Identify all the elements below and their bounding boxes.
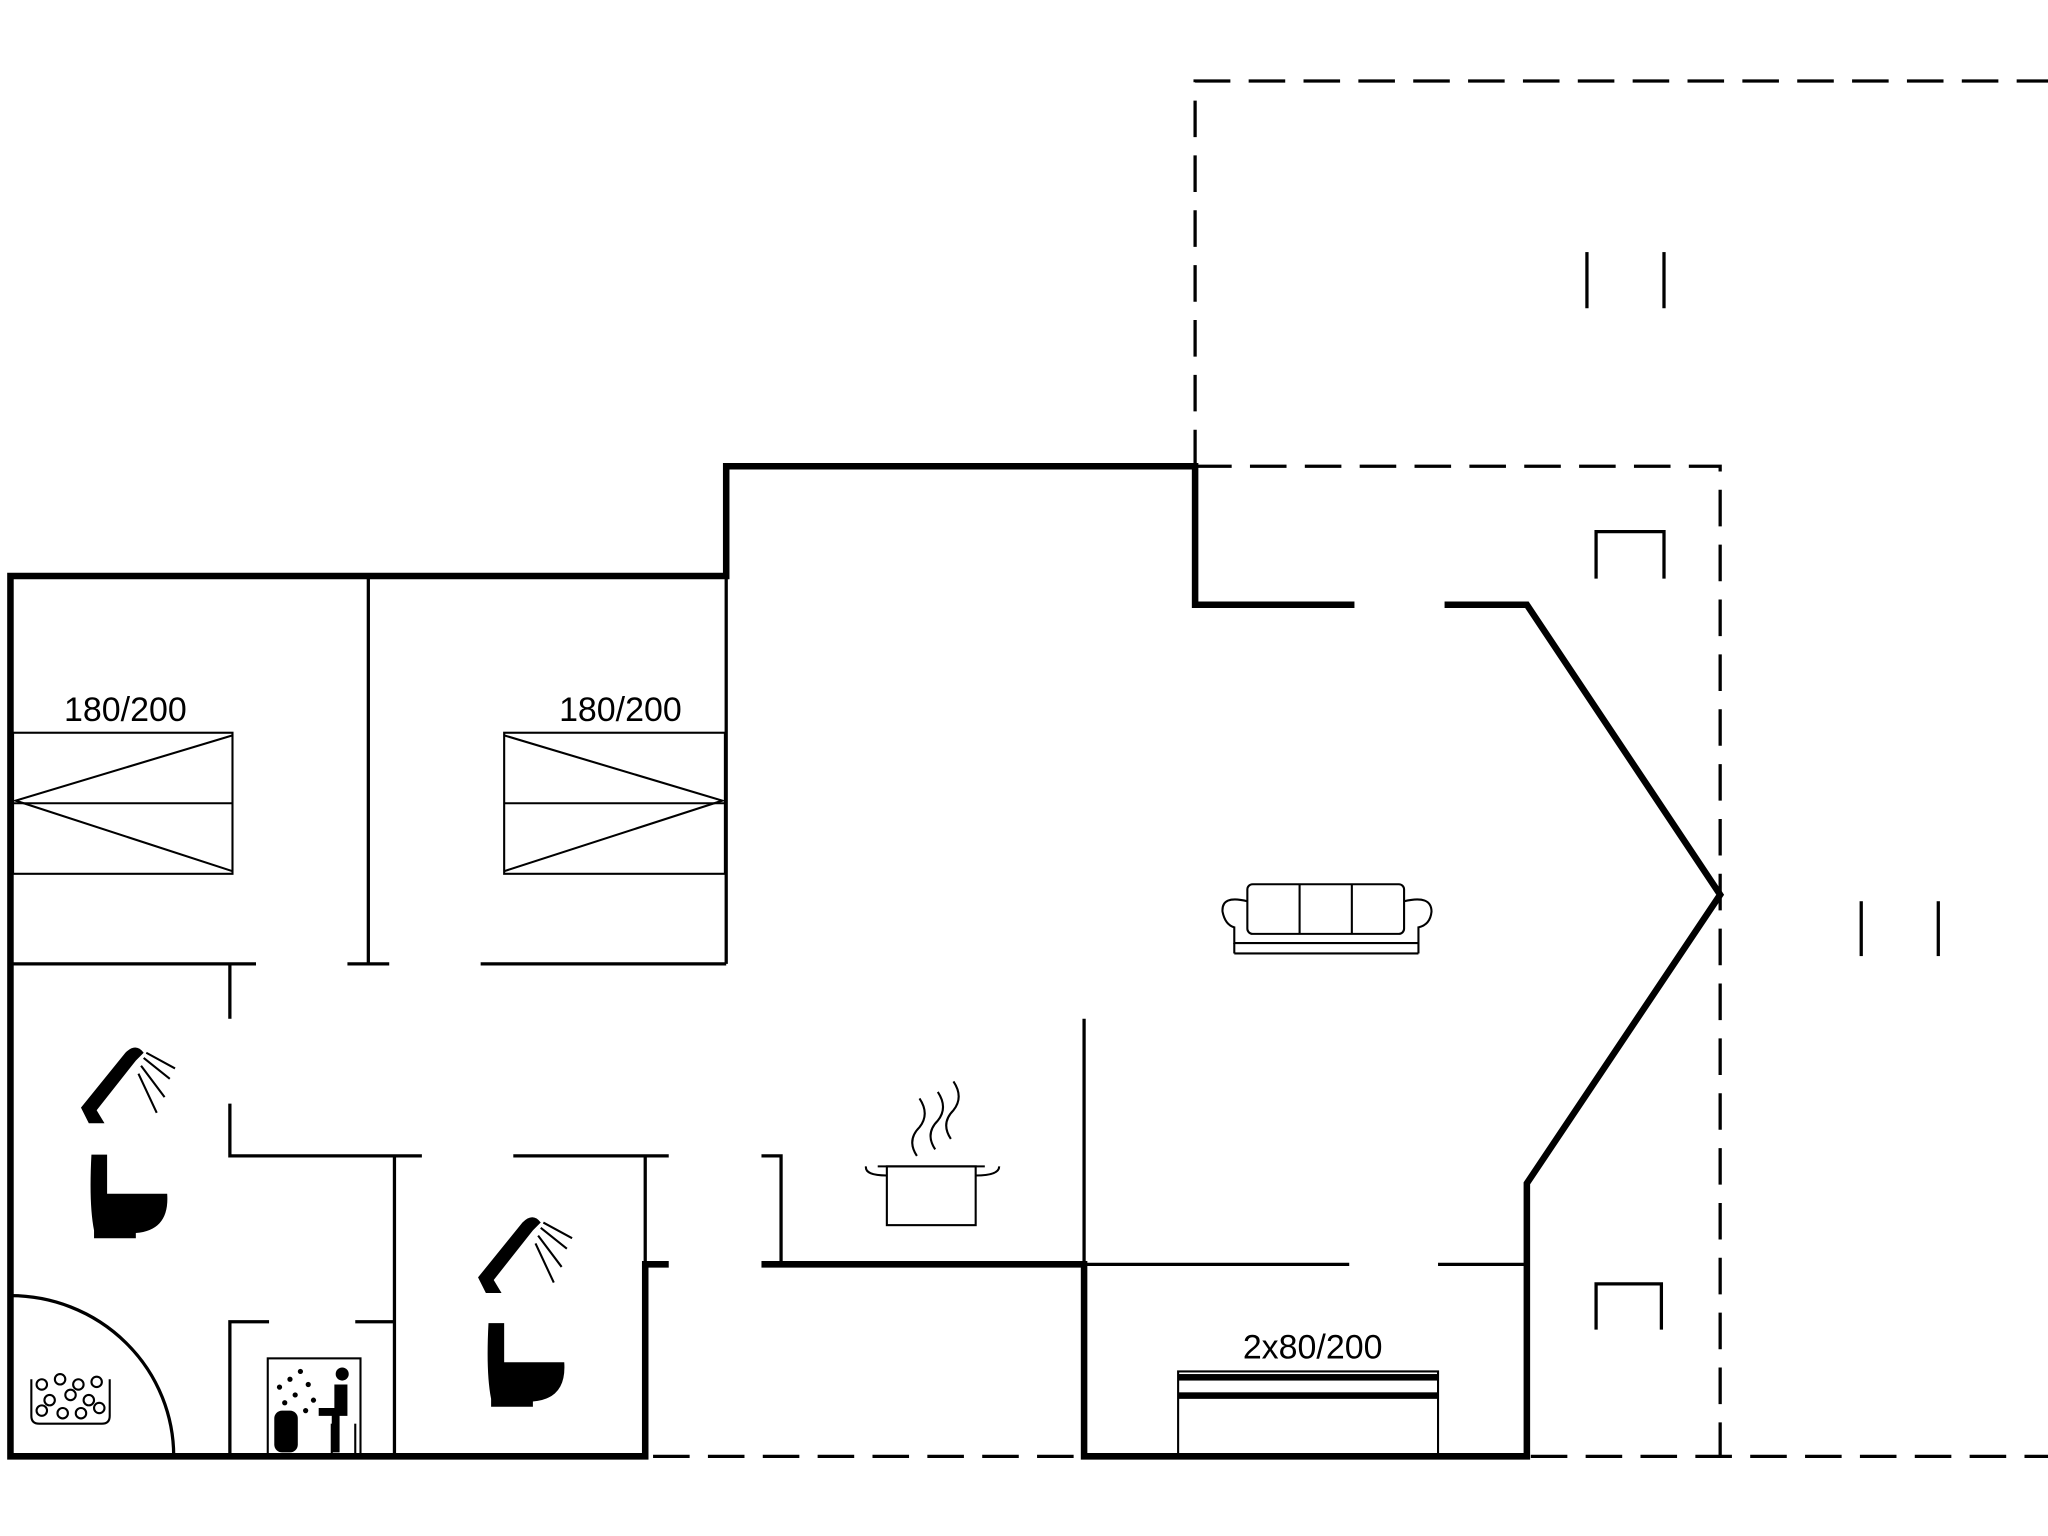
whirlpool-icon	[30, 1372, 111, 1425]
toilet-icon	[487, 1323, 565, 1407]
terrace-marks	[1585, 252, 1940, 1330]
bed-label: 180/200	[64, 691, 187, 729]
sofa-icon	[1221, 883, 1433, 955]
interior-walls	[10, 576, 1527, 1457]
toilet-icon	[90, 1154, 168, 1239]
bed-label: 2x80/200	[1243, 1328, 1383, 1366]
sauna-icon	[266, 1357, 362, 1458]
bed-label: 180/200	[559, 691, 682, 729]
double-bed-icon	[12, 731, 234, 875]
door-swing-arc	[10, 1294, 176, 1457]
cooking-pot-icon	[864, 1080, 1001, 1227]
shower-icon	[478, 1217, 573, 1294]
twin-bed-icon	[1177, 1370, 1440, 1458]
terrace-outline	[653, 79, 2048, 1458]
shower-icon	[80, 1047, 176, 1124]
double-bed-icon	[503, 731, 726, 875]
exterior-walls	[7, 463, 1725, 1460]
